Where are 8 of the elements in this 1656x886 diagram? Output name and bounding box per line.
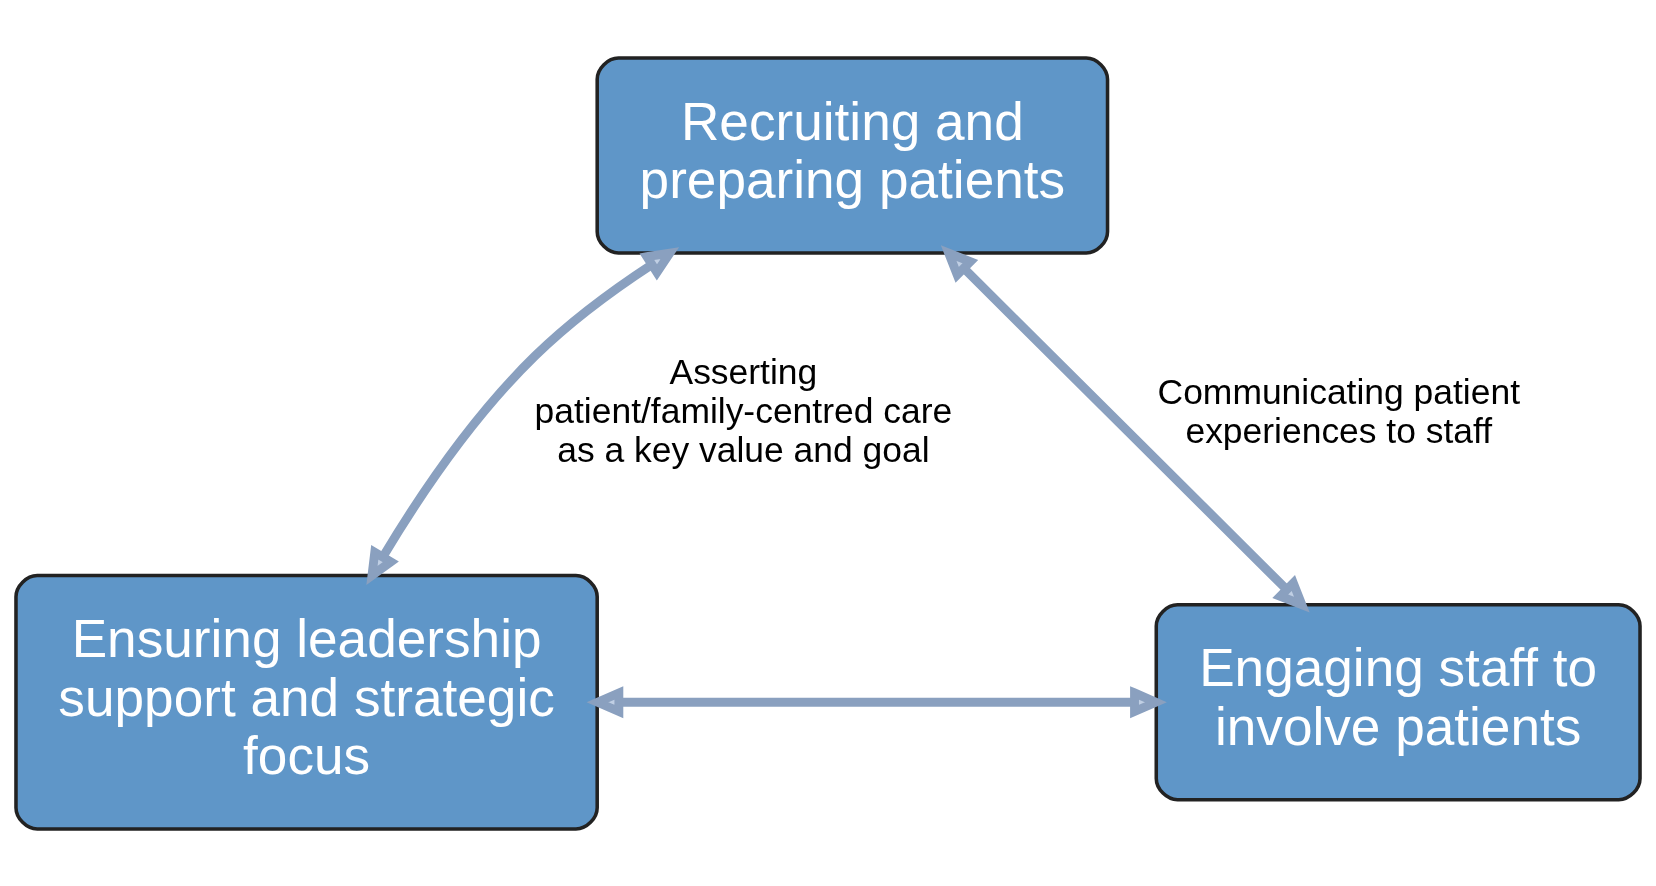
arrow: [940, 244, 1310, 612]
edge-label: Asserting patient/family-centred care as a key value and goal: [534, 351, 953, 470]
edge-label: Communicating patient experiences to staff: [1157, 371, 1521, 451]
node-box: Recruiting and preparing patients: [595, 55, 1110, 255]
node-box: Ensuring leadership support and strategic focus: [14, 573, 599, 831]
arrow: [586, 685, 1167, 718]
arrow: [366, 246, 680, 585]
node-box: Engaging staff to involve patients: [1154, 602, 1642, 801]
